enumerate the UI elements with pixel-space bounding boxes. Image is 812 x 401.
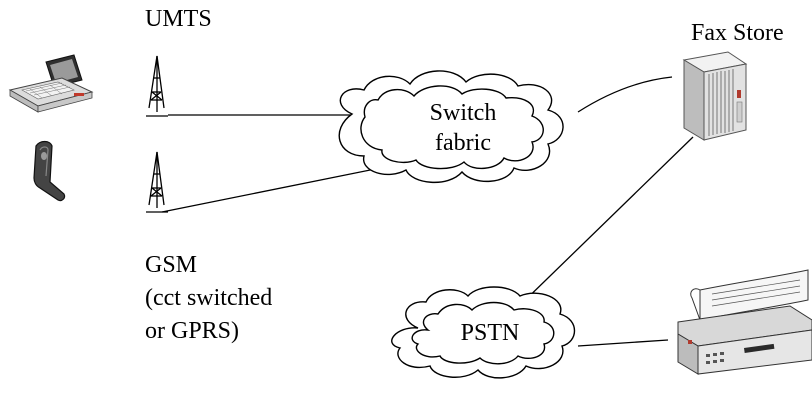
umts-tower-icon bbox=[146, 55, 168, 117]
switch-fabric-label-line2: fabric bbox=[435, 130, 491, 156]
gsm-label-detail-1: (cct switched bbox=[145, 285, 273, 311]
switch-fabric-cloud bbox=[338, 70, 564, 184]
faxstore-to-pstn-link bbox=[511, 136, 694, 314]
pstn-cloud bbox=[391, 286, 576, 379]
laptop-icon bbox=[8, 54, 94, 113]
fax-store-server-icon bbox=[682, 51, 748, 141]
umts-label: UMTS bbox=[145, 6, 212, 32]
pstn-to-fax-link bbox=[577, 339, 669, 347]
pstn-label: PSTN bbox=[460, 320, 520, 346]
gsm-label-detail-2: or GPRS) bbox=[145, 318, 240, 344]
fax-store-label: Fax Store bbox=[691, 20, 784, 46]
connections bbox=[161, 76, 694, 347]
mobile-phone-icon bbox=[33, 140, 66, 202]
switch-fabric-label-line1: Switch bbox=[429, 100, 497, 126]
gsm-tower-icon bbox=[146, 151, 168, 213]
switch-to-faxstore-link bbox=[577, 76, 673, 113]
gsm-to-switch-link bbox=[161, 165, 391, 213]
gsm-label: GSM bbox=[145, 252, 198, 278]
fax-machine-icon bbox=[677, 269, 812, 375]
